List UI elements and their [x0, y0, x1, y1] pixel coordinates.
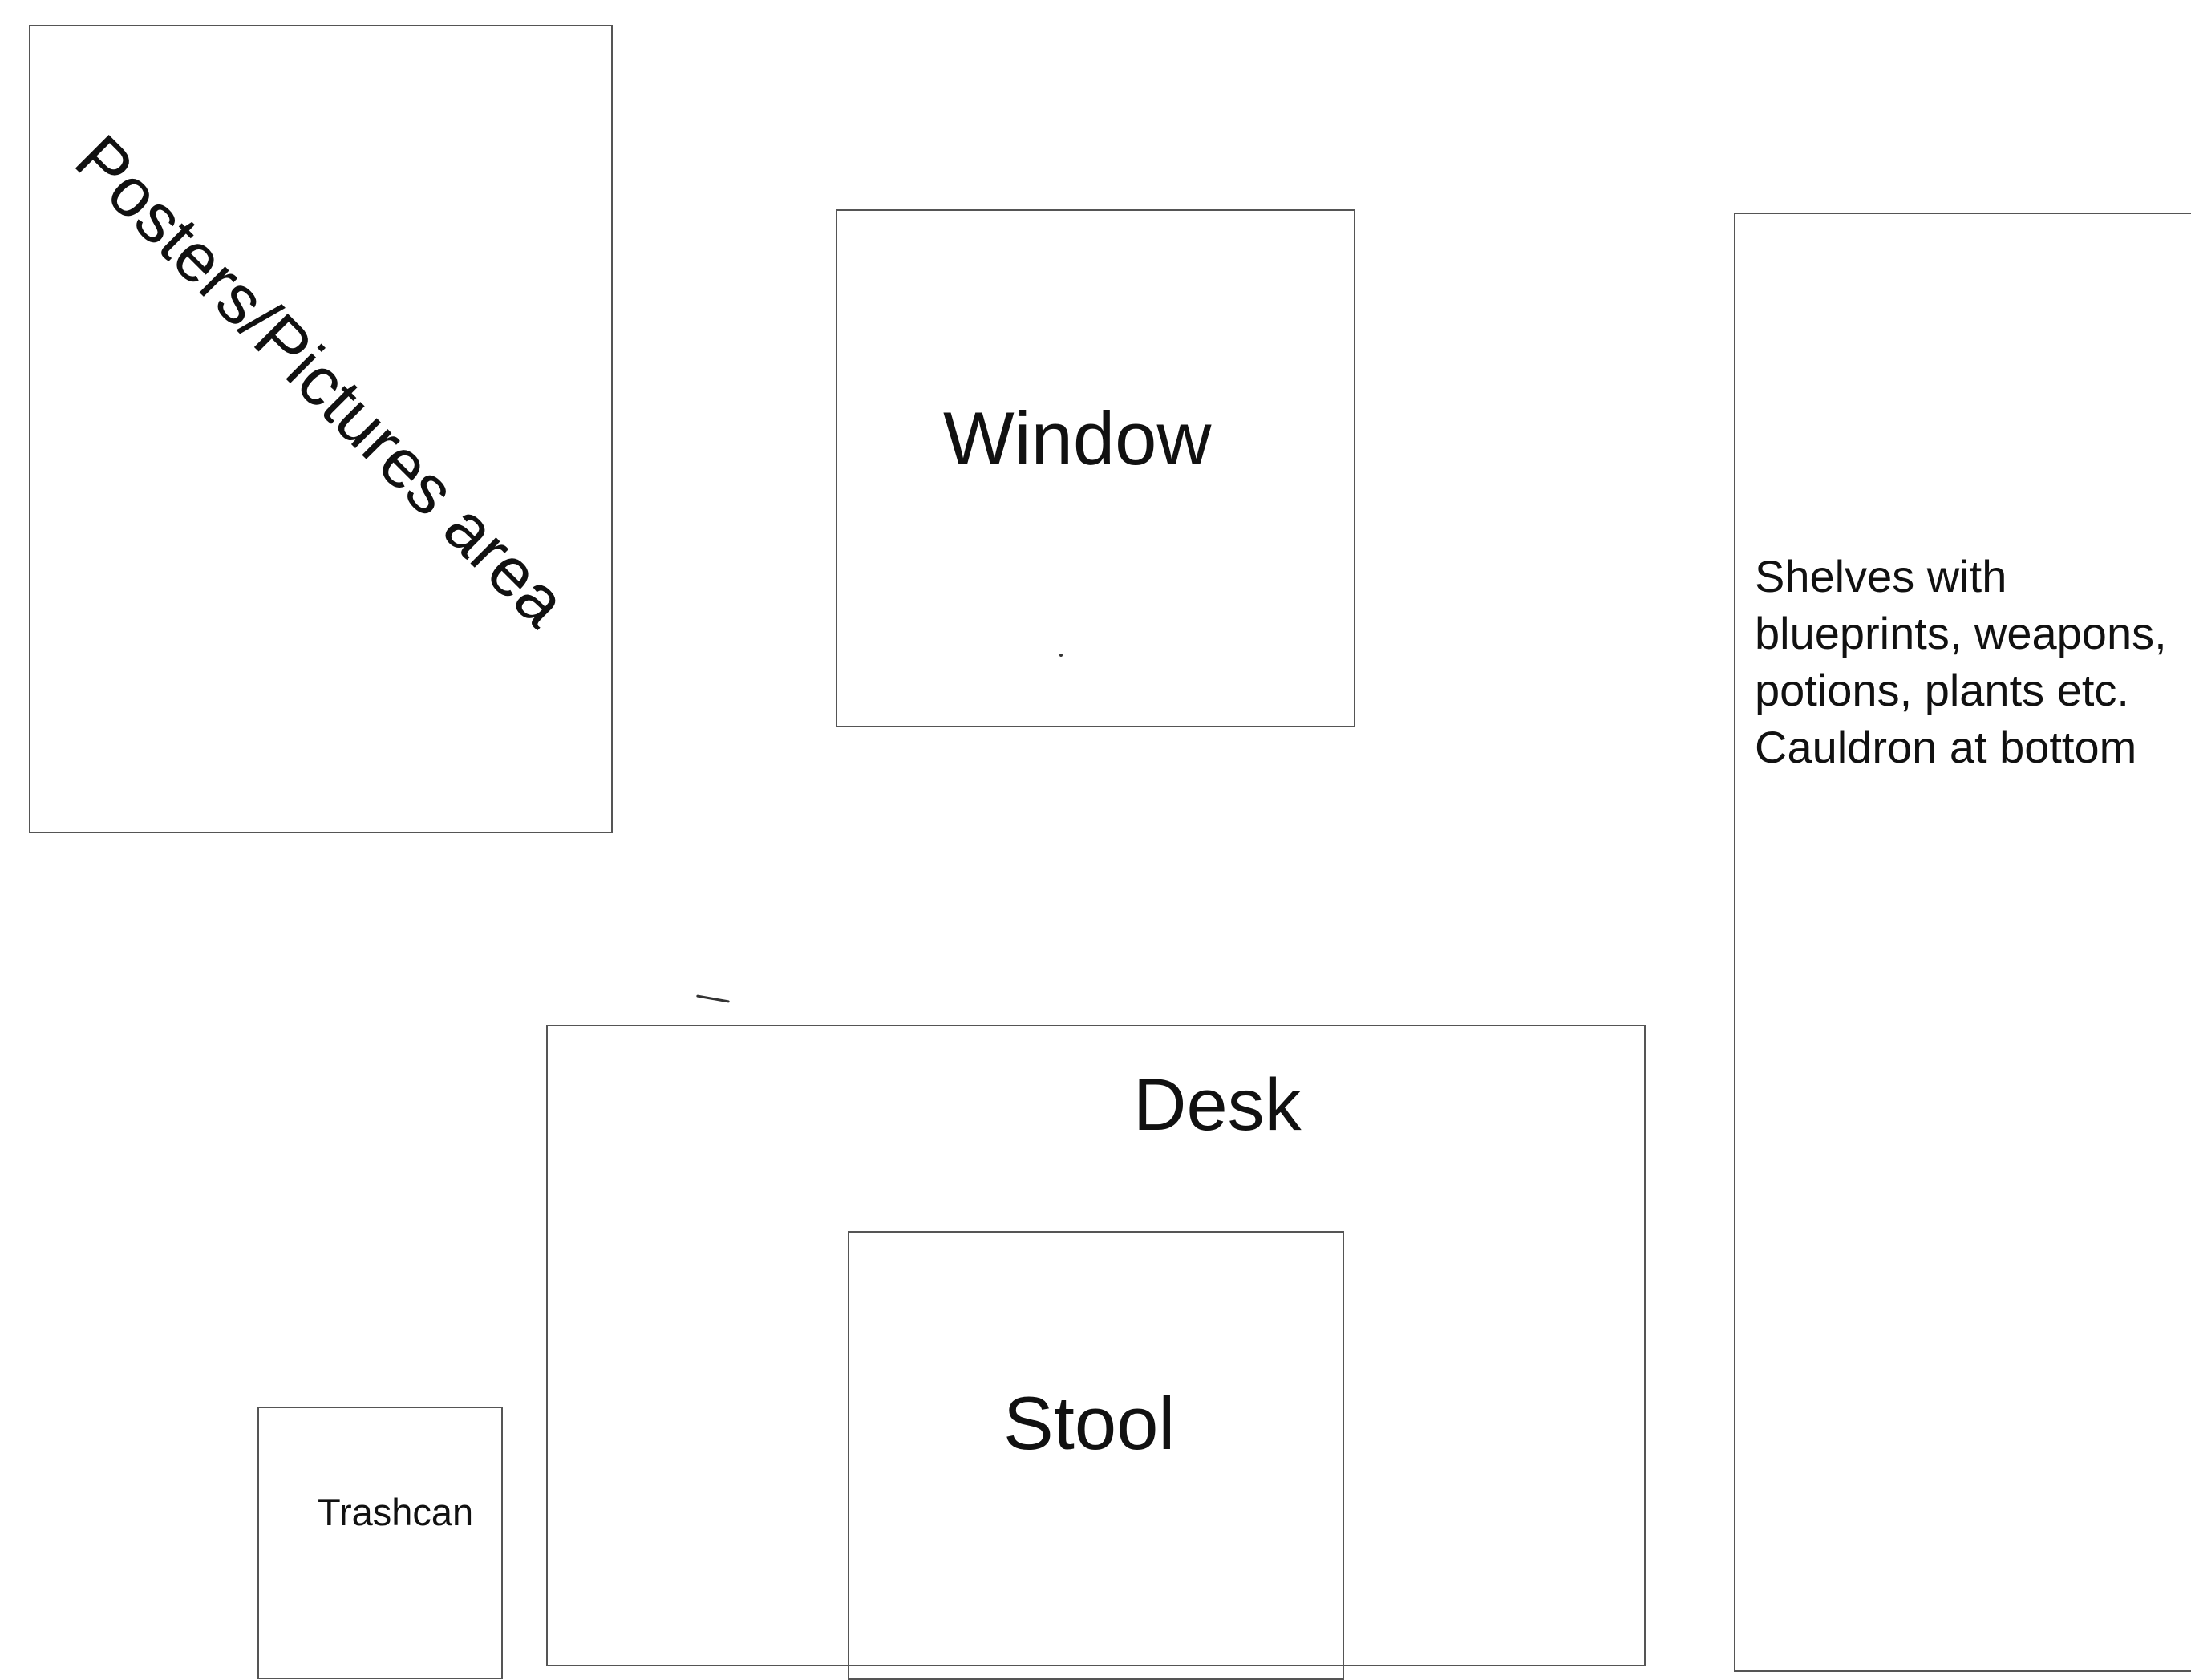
shelves-description-line: Shelves with [1755, 551, 2007, 601]
desk-label: Desk [1133, 1064, 1302, 1146]
shelves-description-line: blueprints, weapons, [1755, 608, 2167, 658]
shelves-description-line: potions, plants etc. [1755, 665, 2129, 715]
window-box [836, 209, 1355, 727]
window-label: Window [943, 396, 1212, 480]
shelves-box [1734, 213, 2191, 1672]
shelves-description: Shelves with blueprints, weapons, potion… [1755, 548, 2188, 775]
trashcan-label: Trashcan [318, 1491, 474, 1533]
posters-pictures-area-box [29, 25, 613, 833]
shelves-description-line: Cauldron at bottom [1755, 722, 2137, 772]
stray-pen-mark [696, 994, 730, 1003]
trashcan-box [257, 1407, 503, 1679]
stool-label: Stool [1003, 1381, 1176, 1465]
stray-dot-mark [1059, 654, 1063, 657]
